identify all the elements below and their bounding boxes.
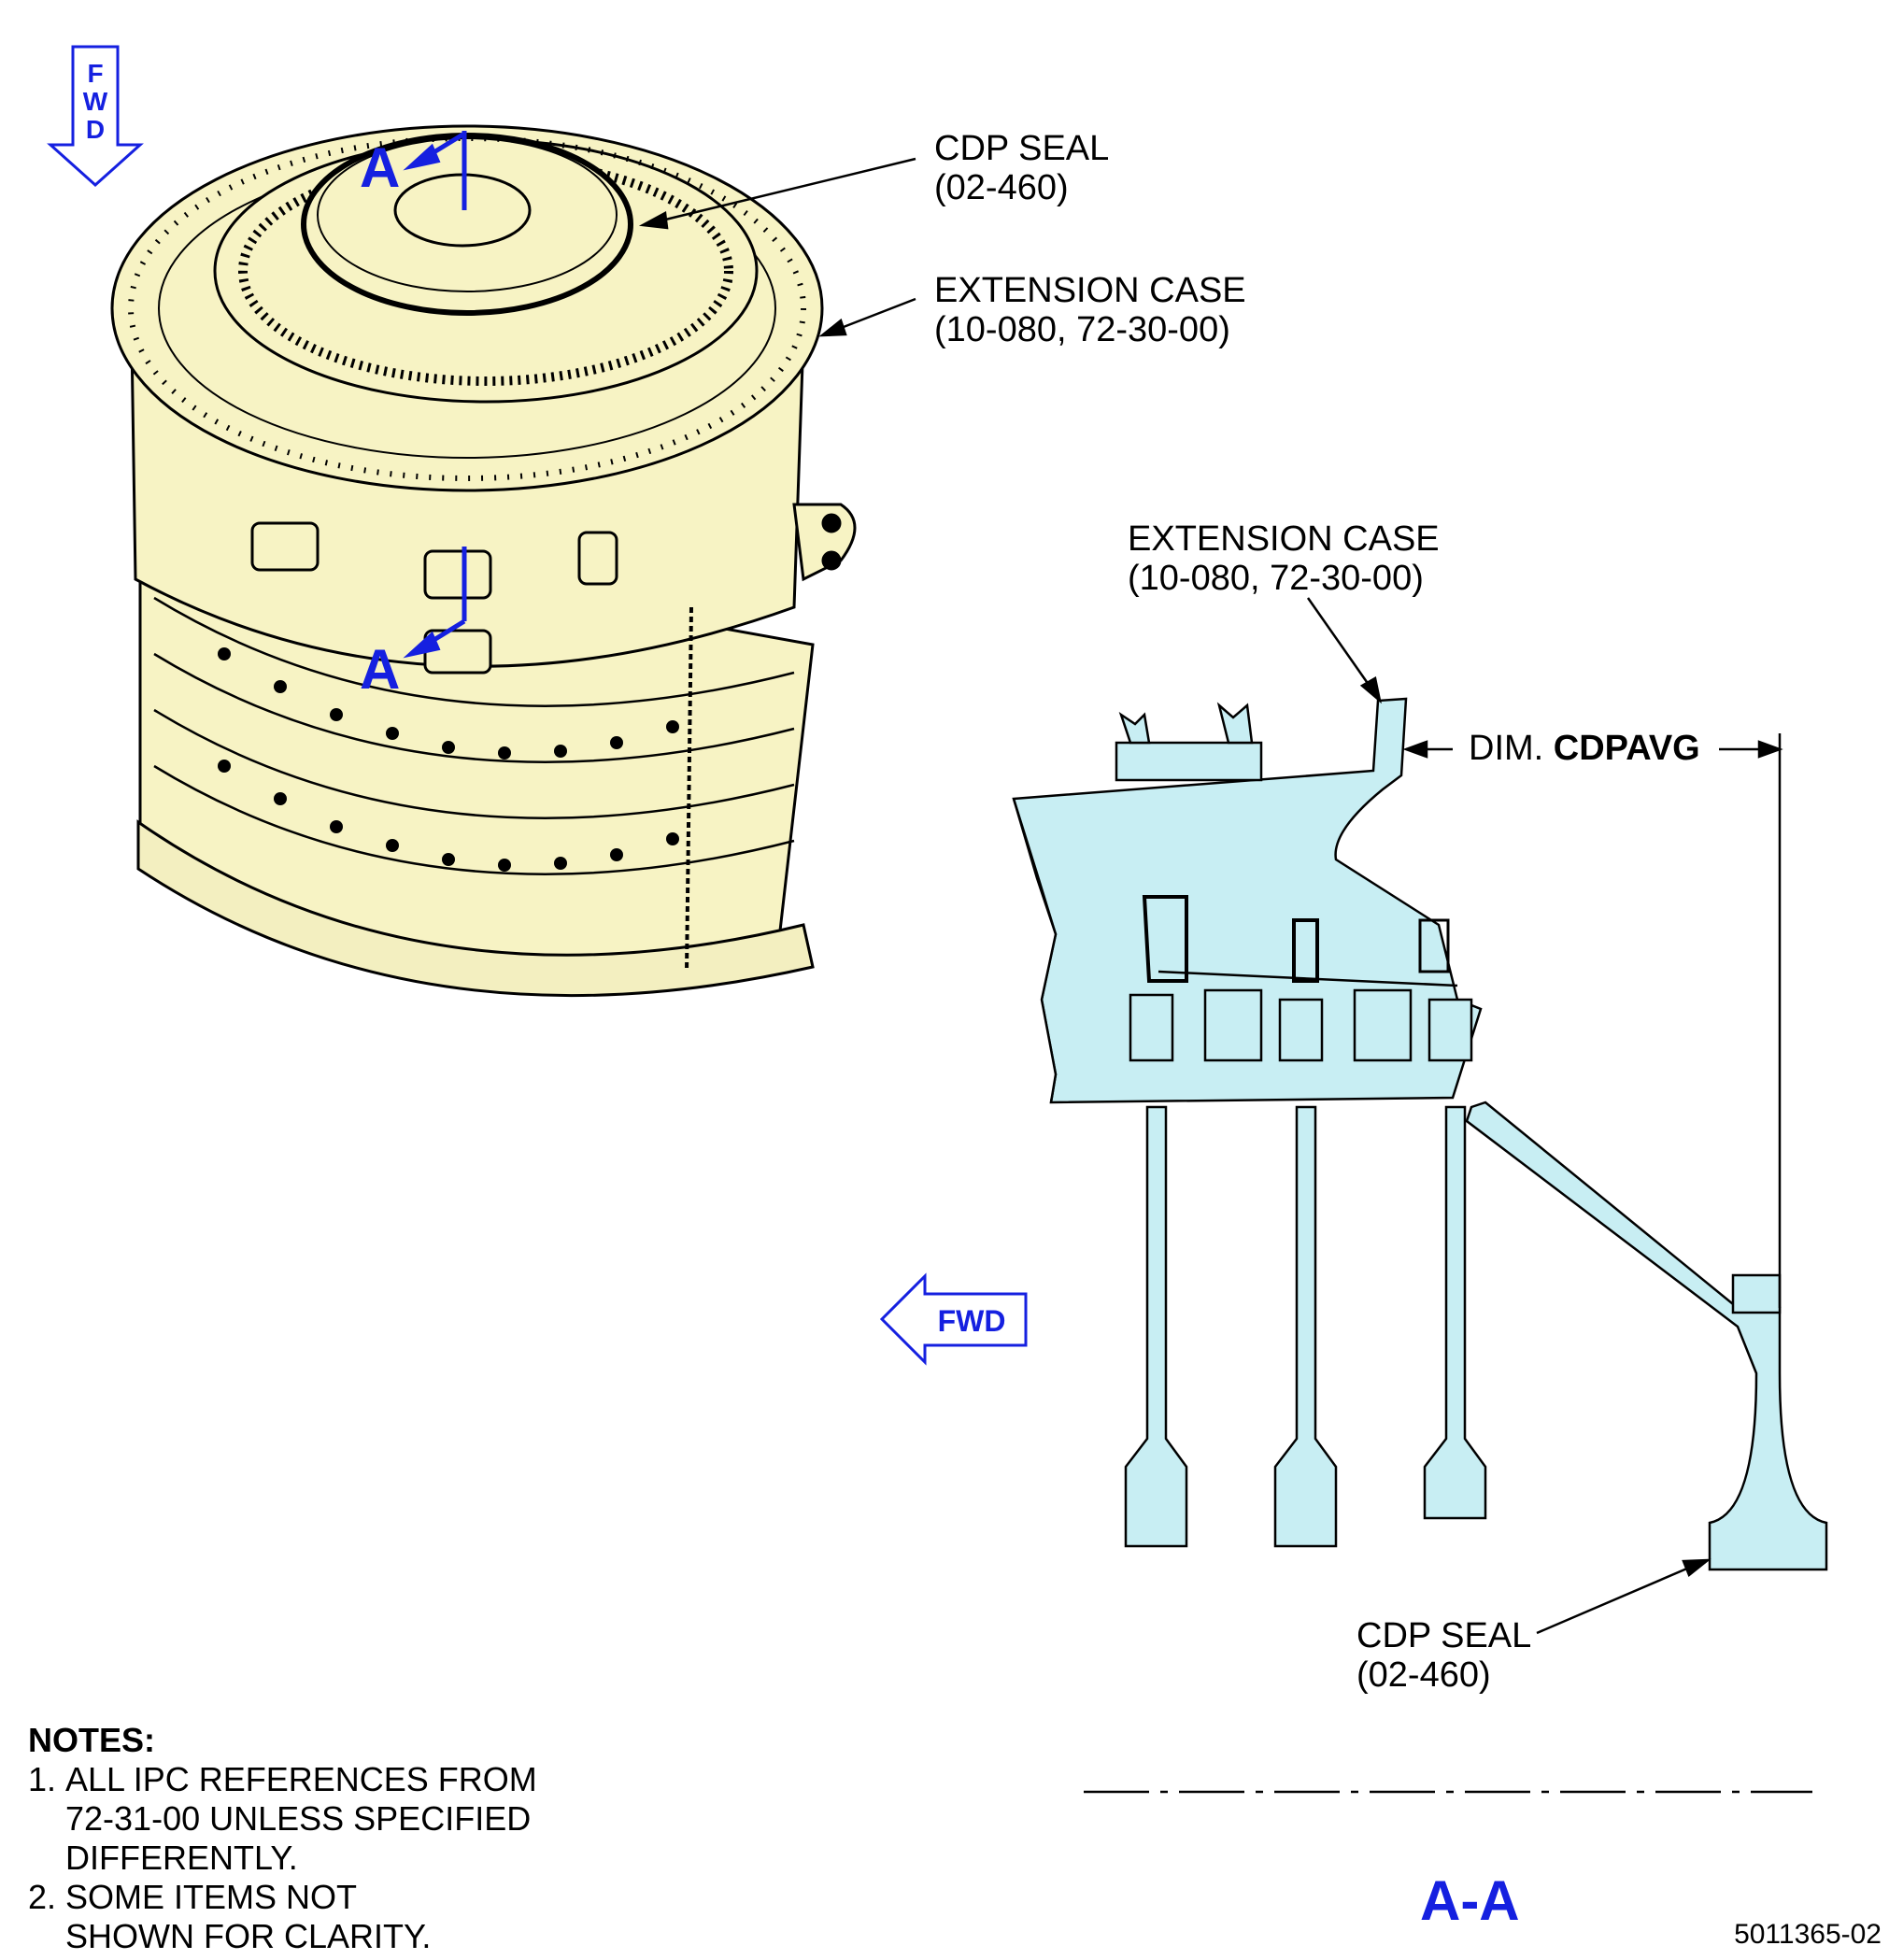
section-aa-drawing bbox=[1012, 697, 1828, 1571]
iso-extension-case-name: EXTENSION CASE bbox=[934, 271, 1246, 310]
dimension-prefix: DIM. bbox=[1469, 729, 1544, 768]
section-marker-top bbox=[403, 131, 467, 210]
fwd-label-section: FWD bbox=[938, 1304, 1006, 1338]
notes-header: NOTES: bbox=[28, 1721, 156, 1759]
section-cdp-seal-name: CDP SEAL bbox=[1356, 1616, 1532, 1655]
fwd-letter-w: W bbox=[83, 87, 108, 116]
note-item: 1. ALL IPC REFERENCES FROM 72-31-00 UNLE… bbox=[28, 1760, 537, 1878]
break-line bbox=[1012, 798, 1058, 1103]
section-letter-top: A bbox=[360, 136, 400, 199]
section-cdp-seal-ref: (02-460) bbox=[1356, 1655, 1491, 1695]
section-extension-case-ref: (10-080, 72-30-00) bbox=[1128, 559, 1424, 598]
section-extension-case-name: EXTENSION CASE bbox=[1128, 519, 1440, 559]
iso-leaders bbox=[638, 157, 916, 337]
note-item: 2. SOME ITEMS NOT SHOWN FOR CLARITY. bbox=[28, 1878, 537, 1956]
fwd-arrow-section: FWD bbox=[879, 1272, 1028, 1366]
dimension-cdpavg-lines bbox=[1402, 733, 1783, 1308]
section-marker-bottom bbox=[403, 547, 467, 659]
section-leader-cdp-seal bbox=[1536, 1558, 1711, 1635]
notes-block: NOTES: 1. ALL IPC REFERENCES FROM 72-31-… bbox=[28, 1721, 537, 1956]
figure-number: 5011365-02 bbox=[1734, 1919, 1882, 1950]
section-letter-bottom: A bbox=[360, 638, 400, 701]
section-leader-extension-case bbox=[1306, 597, 1382, 704]
iso-callout-cdp-seal: CDP SEAL (02-460) bbox=[934, 129, 1109, 207]
dimension-name: CDPAVG bbox=[1553, 729, 1700, 768]
iso-cdp-seal-name: CDP SEAL bbox=[934, 129, 1110, 168]
iso-assembly bbox=[110, 124, 857, 998]
section-callout-extension-case: EXTENSION CASE (10-080, 72-30-00) bbox=[1128, 519, 1440, 598]
note-number: 1. bbox=[28, 1760, 57, 1798]
note-number: 2. bbox=[28, 1878, 57, 1916]
fwd-letter-d: D bbox=[86, 115, 105, 144]
iso-callout-extension-case: EXTENSION CASE (10-080, 72-30-00) bbox=[934, 271, 1246, 349]
section-callout-cdp-seal: CDP SEAL (02-460) bbox=[1356, 1616, 1531, 1695]
fwd-arrow-iso: F W D bbox=[47, 45, 144, 188]
fwd-letter-f: F bbox=[87, 59, 103, 88]
note-text: ALL IPC REFERENCES FROM 72-31-00 UNLESS … bbox=[65, 1760, 537, 1877]
section-title: A-A bbox=[1420, 1869, 1520, 1932]
iso-cdp-seal-ref: (02-460) bbox=[934, 168, 1069, 207]
dimension-label: DIM. CDPAVG bbox=[1469, 729, 1700, 768]
iso-extension-case-ref: (10-080, 72-30-00) bbox=[934, 310, 1230, 349]
note-text: SOME ITEMS NOT SHOWN FOR CLARITY. bbox=[65, 1878, 432, 1955]
